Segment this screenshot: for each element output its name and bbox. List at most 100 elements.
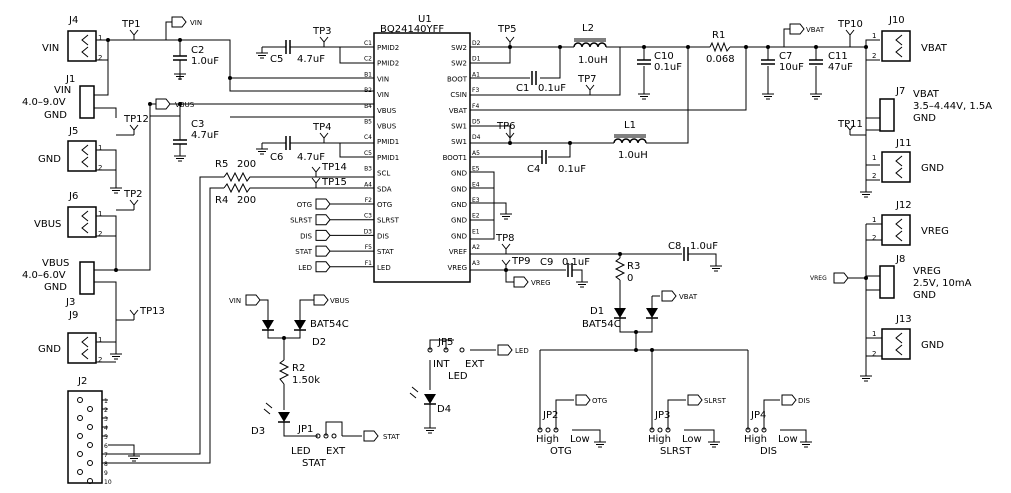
l1-ref: L1 — [624, 120, 636, 131]
testpoint-tp3 — [319, 36, 329, 48]
cap-c2 — [172, 55, 188, 61]
jp4-high: High — [744, 434, 767, 445]
cap-c6 — [285, 135, 291, 151]
jumper-jp3[interactable] — [649, 427, 671, 433]
pin-name: PMID2 — [377, 44, 399, 52]
junction — [642, 45, 646, 49]
r2-ref: R2 — [292, 363, 305, 374]
gnd-c5 — [255, 46, 269, 59]
connector-j2 — [67, 390, 103, 484]
cap-c7 — [760, 59, 776, 65]
tp8-label: TP8 — [495, 233, 515, 244]
connector-j9 — [67, 332, 97, 364]
jp5-int: INT — [433, 359, 450, 370]
netflag-slrst — [687, 394, 703, 406]
flag-vreg-right-text: VREG — [810, 275, 827, 282]
jp-wires — [539, 399, 807, 436]
j2-pin-number: 7 — [104, 452, 108, 459]
pin-name: SLRST — [377, 217, 400, 225]
testpoint-tp12 — [129, 124, 139, 136]
pin-number: B1 — [364, 71, 372, 78]
jp3-low: Low — [682, 434, 702, 445]
led-d3 — [277, 411, 291, 423]
c6-val: 4.7uF — [297, 152, 325, 163]
flag-stat-text: STAT — [383, 433, 400, 441]
jp2-ref: JP2 — [542, 410, 558, 421]
gnd-jp3 — [707, 435, 721, 448]
d4-ref: D4 — [437, 404, 451, 415]
pin-number: C3 — [364, 213, 372, 220]
jp3-slrst: SLRST — [660, 446, 692, 457]
c8-ref: C8 — [668, 241, 681, 252]
jp3-high: High — [648, 434, 671, 445]
jumper-jp2[interactable] — [537, 427, 559, 433]
jp5-wires — [429, 339, 496, 422]
pin-name: VIN — [377, 91, 389, 99]
j2-pin-number: 10 — [104, 479, 112, 486]
netflag-vin-d2 — [245, 294, 261, 306]
jumper-jp5-pin2[interactable] — [443, 347, 449, 353]
gnd-j13 — [859, 369, 873, 382]
chip-pins-right: D2SW2D1SW2A1BOOTF3CSINF4VBATD5SW1D4SW1A5… — [443, 40, 481, 272]
j2-pin-number: 3 — [104, 416, 108, 423]
resistor-r5 — [223, 171, 252, 183]
c9-ref: C9 — [540, 257, 553, 268]
testpoint-tp1 — [129, 29, 139, 41]
jumper-jp5-pin3[interactable] — [459, 347, 465, 353]
pin-number: D2 — [472, 40, 481, 47]
jumper-jp4[interactable] — [745, 427, 767, 433]
jp2-otg: OTG — [550, 446, 572, 457]
netflag-stat — [363, 430, 379, 442]
d2-ref: D2 — [312, 337, 326, 348]
netflag-vreg-right — [833, 272, 849, 284]
j12-ref: J12 — [895, 200, 912, 211]
connector-j4 — [67, 30, 97, 62]
j8-ref: J8 — [895, 254, 905, 265]
cap-c4 — [541, 149, 547, 165]
junction — [558, 45, 562, 49]
j4-pin1: 1 — [98, 34, 102, 42]
j6-vbus: VBUS — [34, 219, 61, 230]
j11-gnd: GND — [921, 163, 944, 174]
diode-d1b — [645, 307, 659, 319]
gnd-j11 — [859, 185, 873, 198]
signal-flag — [315, 245, 331, 257]
flag-vbus-d2-text: VBUS — [330, 297, 350, 305]
j7-ref: J7 — [895, 86, 905, 97]
gnd-c3 — [173, 149, 187, 162]
c6-wires — [262, 142, 374, 158]
j13-pin2: 2 — [872, 350, 876, 358]
gnd-jp2 — [593, 435, 607, 448]
j9-gnd: GND — [38, 344, 61, 355]
c7-ref: C7 — [779, 51, 792, 62]
pin-name: PMID1 — [377, 154, 399, 162]
tp15-label: TP15 — [321, 177, 347, 188]
c2-ref: C2 — [191, 45, 204, 56]
pin-number: C5 — [364, 150, 372, 157]
pin-name: SW2 — [451, 44, 467, 52]
flag-vin-text: VIN — [190, 19, 202, 27]
j1-range: 4.0–9.0V — [22, 97, 66, 108]
pin-name: VREF — [449, 248, 467, 256]
testpoint-tp2 — [129, 199, 139, 211]
pin-name: GND — [451, 185, 467, 193]
pin-name: SW2 — [451, 60, 467, 68]
pin-name: BOOT1 — [443, 154, 467, 162]
flag-dis-text: DIS — [798, 397, 810, 405]
tp13-label: TP13 — [139, 306, 165, 317]
j2-pin — [87, 442, 93, 448]
pin-number: D5 — [472, 119, 481, 126]
pin-number: B4 — [364, 103, 372, 110]
c11-ref: C11 — [828, 51, 848, 62]
j8-spec: 2.5V, 10mA — [913, 278, 972, 289]
jumper-jp5-pin1[interactable] — [427, 347, 433, 353]
j10-vbat: VBAT — [921, 43, 948, 54]
netflag-led — [497, 344, 513, 356]
gnd-c7 — [761, 87, 775, 100]
netflag-vreg — [513, 276, 529, 288]
j3-gnd: GND — [44, 282, 67, 293]
j4-pin2: 2 — [98, 54, 102, 62]
c11-val: 47uF — [828, 62, 853, 73]
pin-name: STAT — [377, 248, 394, 256]
c10-val: 0.1uF — [654, 62, 682, 73]
